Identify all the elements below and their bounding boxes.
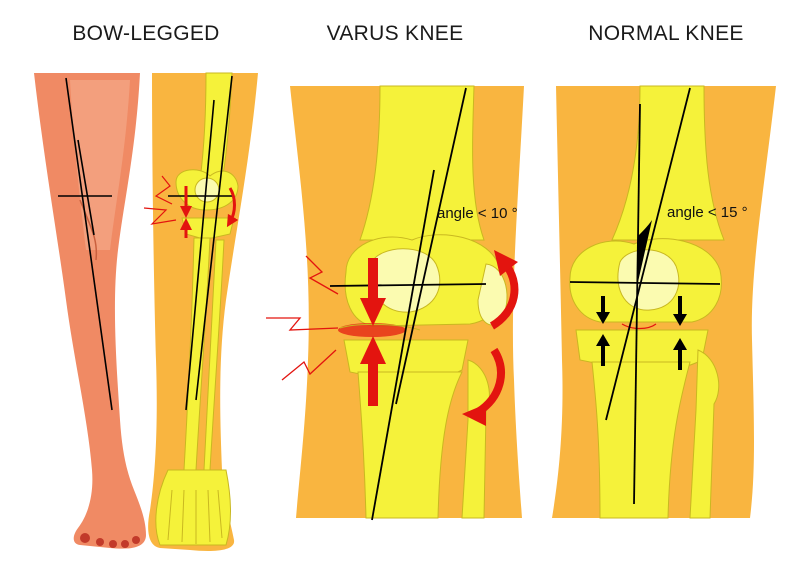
foot-bones xyxy=(167,489,223,544)
varus-pain-zigzags xyxy=(266,255,339,381)
normal-knee-panel: angle < 15 ° xyxy=(552,85,776,519)
bow-legged-skeleton-leg xyxy=(143,72,258,551)
title-varus-knee: VARUS KNEE xyxy=(326,22,464,45)
bow-legged-skin-leg xyxy=(34,73,146,549)
bow-legged-pain-arrows xyxy=(143,175,239,238)
varus-rotation-arrows xyxy=(462,250,519,426)
varus-compression-arrows xyxy=(360,258,386,406)
toes xyxy=(80,533,140,548)
normal-force-arrows xyxy=(596,296,687,370)
varus-angle-label: angle < 10 ° xyxy=(437,205,518,222)
normal-angle-label: angle < 15 ° xyxy=(667,204,748,221)
title-bow-legged: BOW-LEGGED xyxy=(72,22,220,45)
varus-knee-panel: angle < 10 ° xyxy=(266,85,524,521)
title-normal-knee: NORMAL KNEE xyxy=(588,22,744,45)
